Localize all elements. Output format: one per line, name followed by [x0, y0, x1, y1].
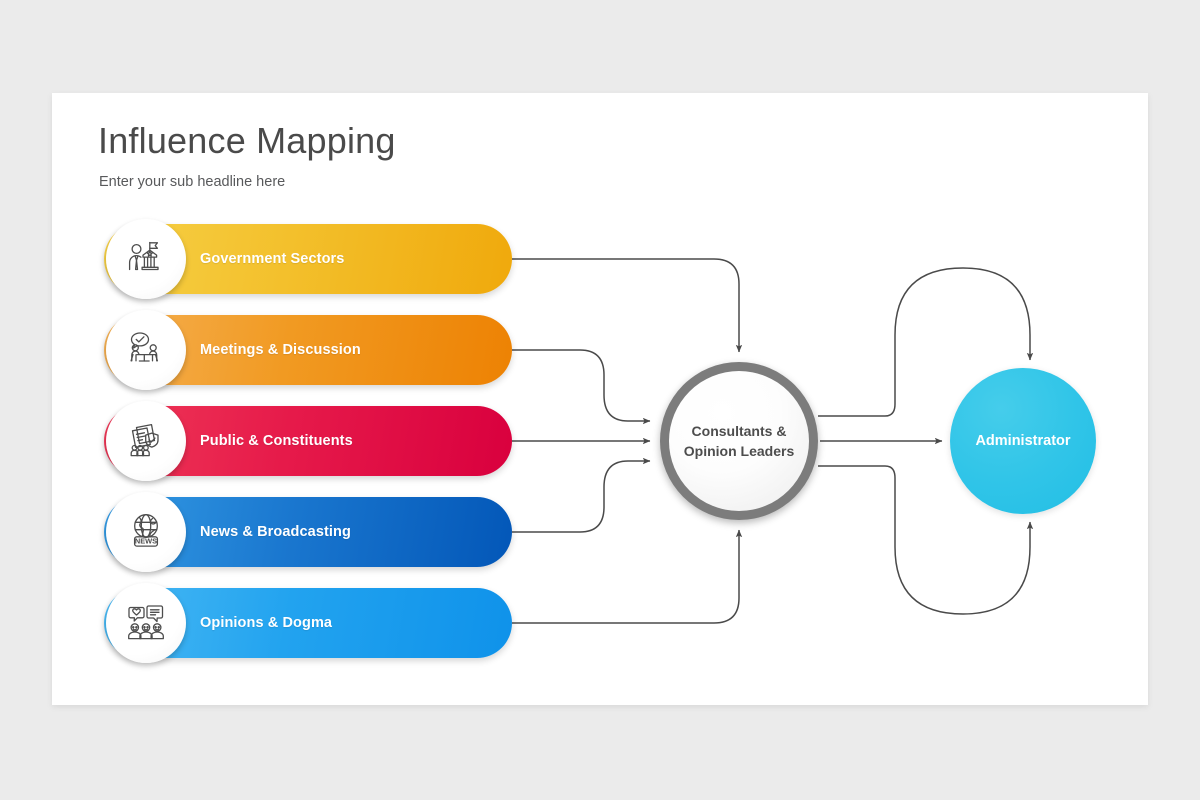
page-subtitle: Enter your sub headline here	[99, 174, 286, 190]
center-node-consultants[interactable]: Consultants & Opinion Leaders	[660, 362, 818, 520]
government-building-icon	[128, 241, 159, 271]
document-shield-people-icon	[130, 423, 159, 457]
bar-opinions-dogma[interactable]: Opinions & Dogma	[104, 583, 512, 663]
bar-icon-government-sectors	[106, 219, 186, 299]
people-speech-bubbles-icon	[128, 605, 164, 640]
center-node-label: Consultants & Opinion Leaders	[683, 422, 795, 459]
bar-government-sectors[interactable]: Government Sectors	[104, 219, 512, 299]
admin-node-administrator[interactable]: Administrator	[950, 368, 1096, 514]
bar-icon-meetings-discussion	[106, 310, 186, 390]
bar-label-opinions-dogma: Opinions & Dogma	[200, 615, 333, 631]
bar-label-government-sectors: Government Sectors	[200, 251, 345, 267]
bar-icon-public-constituents	[106, 401, 186, 481]
bar-label-meetings-discussion: Meetings & Discussion	[200, 342, 361, 358]
bar-news-broadcasting[interactable]: NEWS News & Broadcasting	[104, 492, 512, 572]
svg-text:NEWS: NEWS	[135, 537, 157, 546]
meeting-discussion-icon	[130, 332, 159, 362]
page-title: Influence Mapping	[98, 120, 396, 161]
bar-meetings-discussion[interactable]: Meetings & Discussion	[104, 310, 512, 390]
bar-icon-opinions-dogma	[106, 583, 186, 663]
bar-label-news-broadcasting: News & Broadcasting	[200, 524, 351, 540]
center-node-inner: Consultants & Opinion Leaders	[669, 371, 809, 511]
bar-public-constituents[interactable]: Public & Constituents	[104, 401, 512, 481]
admin-node-label: Administrator	[975, 433, 1071, 449]
bar-icon-news-broadcasting: NEWS	[106, 492, 186, 572]
globe-news-icon: NEWS	[133, 514, 159, 547]
bar-label-public-constituents: Public & Constituents	[200, 433, 353, 449]
